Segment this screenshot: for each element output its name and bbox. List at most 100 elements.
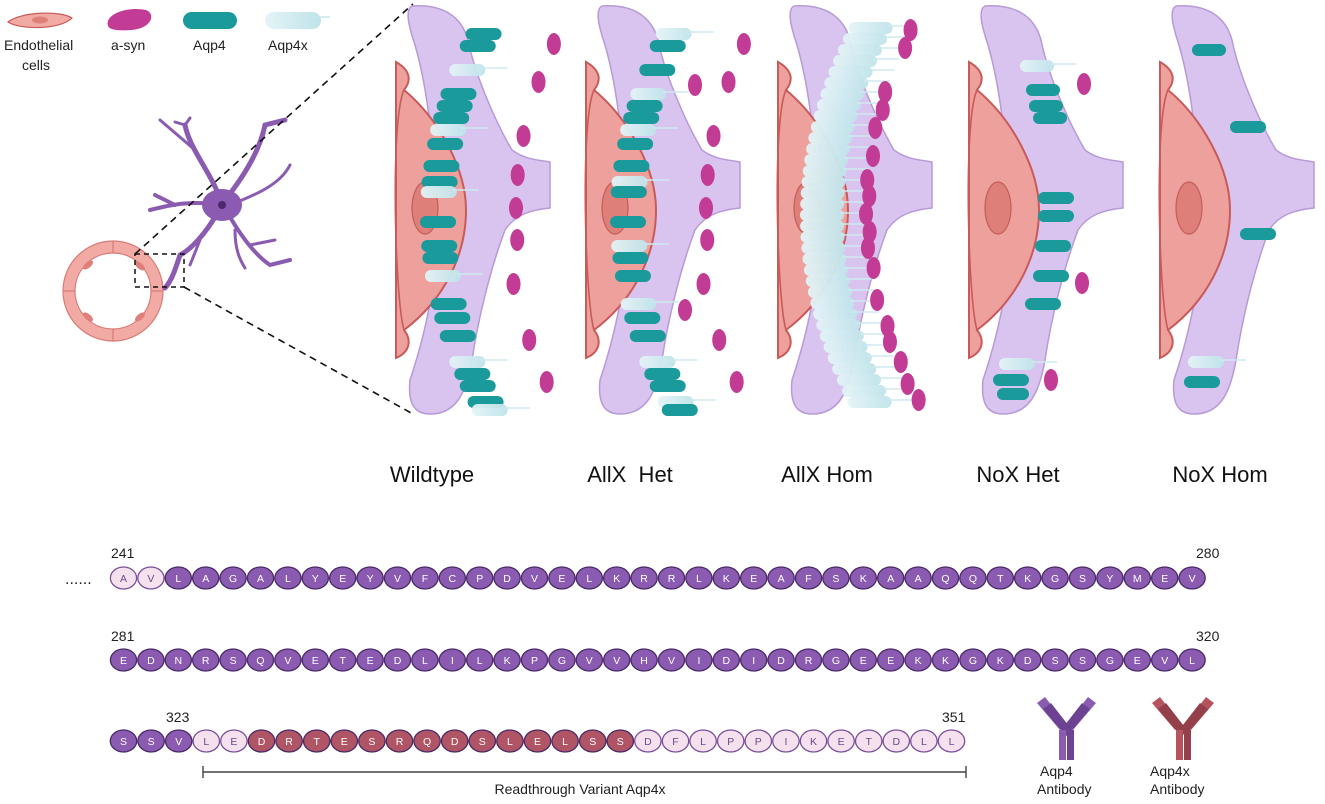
readthrough-label: Readthrough Variant Aqp4x: [495, 781, 666, 797]
row3-residue-label: Q: [423, 736, 431, 748]
row1-residue-label: R: [668, 573, 676, 585]
aqp4-channel: [1038, 192, 1074, 204]
row2-residue-circle: [465, 648, 494, 672]
row3-residue-label: T: [865, 736, 872, 748]
row2-residue-label: H: [640, 655, 648, 667]
row3-residue-circle: [937, 729, 966, 753]
zoom-box: [134, 253, 185, 288]
row1-residue-circle: [685, 566, 713, 590]
row3-residue-label: S: [617, 736, 624, 748]
row1-residue-label: G: [229, 573, 237, 585]
aqp4x-channel: [620, 298, 657, 310]
row2-residue-label: L: [422, 655, 428, 667]
aqp4-channel: [649, 380, 686, 392]
row2-residue-circle: [301, 648, 330, 672]
row3-residue-circle: [744, 729, 773, 753]
row1-residue-circle: [931, 566, 960, 590]
row2-residue-label: V: [613, 655, 620, 667]
aqp4x-channel: [837, 44, 882, 56]
legend-label-endothelial-2: cells: [22, 57, 50, 73]
aqp4x-channel: [802, 253, 847, 265]
row2-residue-label: L: [477, 655, 483, 667]
row2-residue-circle: [794, 648, 823, 672]
row1-residue-label: A: [915, 573, 922, 585]
row1-residue-circle: [657, 566, 686, 590]
aqp4-channel: [459, 380, 496, 392]
row1-residue-circle: [1041, 566, 1069, 590]
a-syn-aggregate: [678, 299, 692, 321]
a-syn-aggregate: [1044, 369, 1058, 391]
row2-residue-label: E: [860, 655, 867, 667]
row3-residue-label: E: [341, 736, 348, 748]
row2-residue-label: S: [1079, 655, 1086, 667]
row2-residue-label: E: [1134, 655, 1141, 667]
row2-residue-label: I: [451, 655, 454, 667]
a-syn-aggregate: [882, 331, 897, 353]
a-syn-aggregate: [700, 164, 715, 186]
row3-residue-circle: [716, 729, 745, 753]
aqp4-channel: [1025, 298, 1061, 310]
row2-residue-circle: [822, 648, 850, 672]
a-syn-aggregate: [696, 273, 711, 295]
row3-start-number: 323: [166, 709, 190, 725]
aqp4-channel: [993, 374, 1029, 386]
row3-residue-label: L: [949, 736, 955, 748]
legend-item-endothelial: Endothelial cells: [4, 12, 73, 73]
row1-residue-circle: [137, 566, 165, 590]
row2-residue-circle: [1041, 648, 1069, 672]
aqp4x-channel: [800, 187, 845, 199]
row2-residue-circle: [328, 648, 357, 672]
row3-residue-label: L: [562, 736, 568, 748]
aqp4x-channel: [430, 124, 467, 136]
aqp4x-antibody-icon: [1152, 697, 1214, 760]
aqp4-channel: [454, 368, 491, 380]
row2-residue-circle: [1178, 648, 1206, 672]
aqp4x-channel: [813, 308, 858, 320]
a-syn-aggregate: [893, 351, 908, 373]
aqp4-antibody-label-1: Aqp4: [1040, 763, 1073, 779]
row2-residue-circle: [876, 648, 905, 672]
a-syn-aggregate: [898, 37, 913, 59]
aqp4x-channel: [836, 374, 881, 386]
row1-residue-circle: [1096, 566, 1124, 590]
row1-residue-circle: [1068, 566, 1097, 590]
aqp4x-channel: [847, 396, 892, 408]
row2-residue-label: D: [147, 655, 155, 667]
aqp4-channel: [1230, 121, 1266, 133]
row3-residue-circle: [578, 729, 607, 753]
aqp4-channel: [421, 240, 458, 252]
row1-residue-label: V: [1189, 573, 1196, 585]
row2-residue-label: Q: [256, 655, 264, 667]
a-syn-aggregate: [516, 125, 531, 147]
aqp4-channel: [1184, 376, 1220, 388]
row2-residue-circle: [520, 648, 549, 672]
row1-residue-label: F: [422, 573, 428, 585]
row3-residue-circle: [634, 729, 662, 753]
row2-start-number: 281: [111, 628, 135, 644]
row1-residue-label: S: [832, 573, 839, 585]
row2-residue-circle: [712, 648, 741, 672]
row2-residue-label: G: [969, 655, 977, 667]
aqp4x-channel: [655, 28, 692, 40]
row3-residue-circle: [275, 729, 303, 753]
row1-residue-label: K: [1024, 573, 1031, 585]
row1-residue-circle: [411, 566, 439, 590]
row1-residue-label: A: [257, 573, 264, 585]
row3-residue-label: S: [368, 736, 375, 748]
row2-residue-circle: [630, 648, 658, 672]
row1-residue-label: L: [586, 573, 592, 585]
row1-residue-label: A: [202, 573, 209, 585]
row2-end-number: 320: [1196, 628, 1220, 644]
row3-residue-circle: [330, 729, 359, 753]
aqp4x-channel: [810, 121, 855, 133]
row1-residue-label: M: [1133, 573, 1142, 585]
row2-residue-label: V: [1161, 655, 1168, 667]
aqp4-channel: [623, 112, 660, 124]
row1-residue-circle: [712, 566, 741, 590]
aqp4-channel: [420, 216, 457, 228]
row3-residue-label: L: [700, 736, 706, 748]
row1-residue-circle: [520, 566, 549, 590]
row3-residue-label: I: [784, 736, 787, 748]
